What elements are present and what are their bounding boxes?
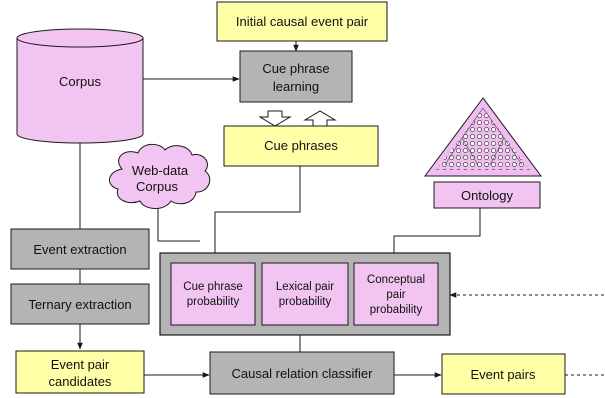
- arrow-cue-phrases-to-probability: [212, 166, 301, 264]
- conceptual-pair-probability-label-3: probability: [370, 304, 423, 316]
- conceptual-pair-probability-label-1: Conceptual: [367, 274, 425, 286]
- cue-phrase-learning-node: Cue phrase learning: [239, 50, 353, 103]
- event-pair-candidates-label-1: Event pair: [51, 357, 110, 372]
- causal-relation-classifier-node: Causal relation classifier: [209, 351, 395, 395]
- ternary-extraction-node: Ternary extraction: [10, 283, 150, 325]
- cue-phrases-node: Cue phrases: [223, 125, 379, 167]
- cue-phrases-label: Cue phrases: [264, 138, 338, 153]
- cue-phrase-probability-node: Cue phrase probability: [170, 262, 256, 326]
- cue-phrase-learning-label-1: Cue phrase: [262, 61, 329, 76]
- arrow-ontology-to-conceptual: [391, 208, 481, 264]
- initial-pair-node: Initial causal event pair: [216, 1, 388, 42]
- ontology-label: Ontology: [461, 188, 514, 203]
- connectors: [77, 41, 604, 378]
- conceptual-pair-probability-node: Conceptual pair probability: [353, 262, 439, 326]
- ontology-tree-icon: [424, 97, 542, 177]
- ontology-node: Ontology: [433, 181, 541, 209]
- conceptual-pair-probability-label-2: pair: [386, 289, 405, 301]
- learning-cue-phrases-exchange: [258, 110, 337, 127]
- causal-relation-classifier-label: Causal relation classifier: [232, 366, 374, 381]
- corpus-database: Corpus: [16, 28, 144, 144]
- lexical-pair-probability-node: Lexical pair probability: [261, 262, 349, 326]
- line-web-corpus-to-panel: [157, 208, 200, 242]
- web-corpus-label-2: Corpus: [136, 179, 178, 194]
- lexical-pair-probability-label-1: Lexical pair: [276, 281, 334, 293]
- lexical-pair-probability-label-2: probability: [279, 296, 332, 308]
- cue-phrase-probability-label-2: probability: [187, 296, 240, 308]
- event-pairs-label: Event pairs: [470, 367, 536, 382]
- web-corpus-label-1: Web-data: [132, 163, 189, 178]
- cue-phrase-probability-label-1: Cue phrase: [183, 281, 242, 293]
- web-corpus-cloud: Web-data Corpus: [109, 143, 211, 209]
- ternary-extraction-label: Ternary extraction: [28, 297, 131, 312]
- event-extraction-node: Event extraction: [10, 228, 150, 270]
- corpus-label: Corpus: [59, 74, 101, 89]
- event-extraction-label: Event extraction: [33, 242, 126, 257]
- probability-panel: Cue phrase probability Lexical pair prob…: [159, 252, 451, 336]
- cue-phrase-learning-label-2: learning: [273, 79, 319, 94]
- event-pair-candidates-node: Event pair candidates: [15, 350, 145, 394]
- initial-pair-label: Initial causal event pair: [236, 14, 369, 29]
- event-pairs-node: Event pairs: [441, 353, 566, 395]
- event-pair-candidates-label-2: candidates: [49, 374, 112, 389]
